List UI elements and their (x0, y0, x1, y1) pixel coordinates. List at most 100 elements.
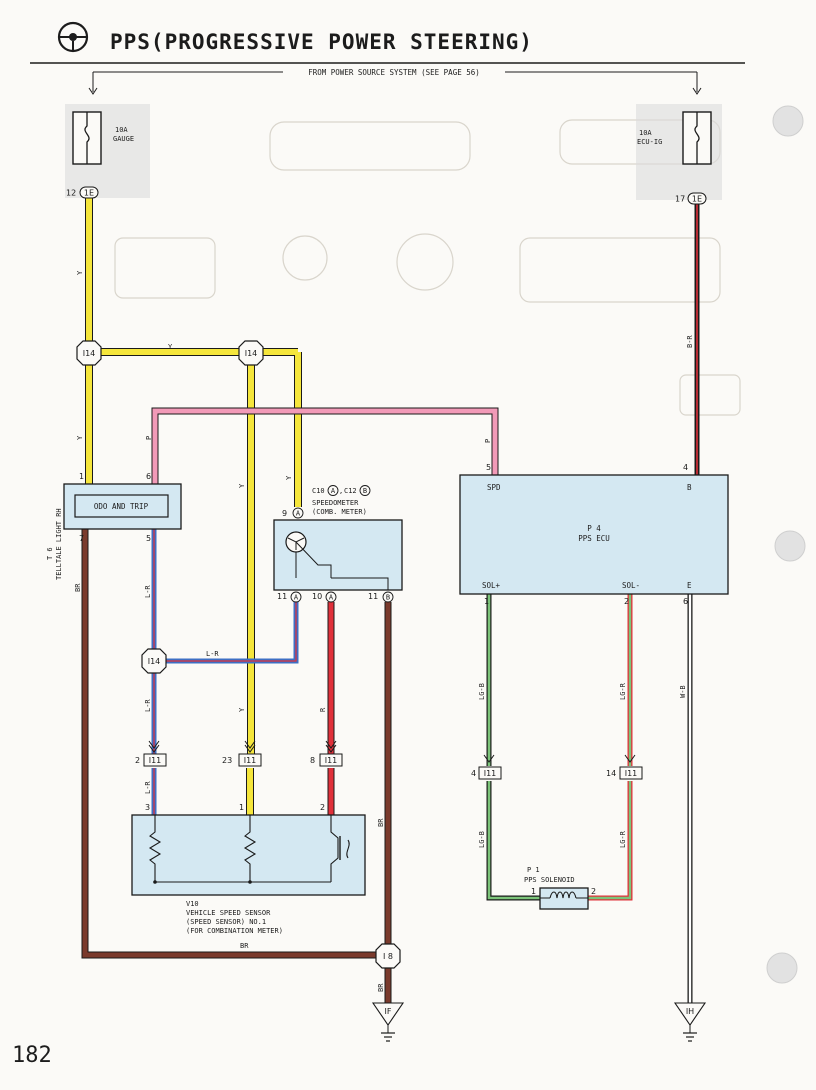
wire-label-lgb-1: LG-B (478, 683, 486, 700)
ecu-pin-1: 1 (484, 597, 489, 606)
connector-i11-a: I11 2 (135, 740, 167, 767)
sensor-pin-1: 1 (239, 803, 244, 812)
junction-i14-left-label: I14 (83, 349, 96, 358)
vehicle-speed-sensor: 3 1 2 V10 VEHICLE SPEED SENSOR (SPEED SE… (131, 803, 366, 935)
odo-and-trip-label: ODO AND TRIP (94, 502, 149, 511)
connector-i11-c: I11 8 (310, 740, 343, 767)
connector-1e-left-label: 1E (84, 189, 94, 198)
fuse-ecu-ig-name: ECU-IG (637, 138, 662, 146)
telltale-light-rh: ODO AND TRIP 1 6 7 5 T 6 TELLTALE LIGHT … (46, 472, 182, 580)
speedometer-pin-10: 10 (312, 592, 322, 601)
ecu-spd-label: SPD (487, 483, 501, 492)
connector-i11-a-label: I11 (149, 756, 162, 765)
fuse-ecu-ig: 10A ECU-IG (636, 104, 722, 200)
telltale-pin-1: 1 (79, 472, 84, 481)
ecu-name: PPS ECU (578, 534, 610, 543)
wire-label-p-2: P (484, 439, 492, 443)
connector-1e-right: 1E 17 (675, 192, 707, 205)
ground-if-label: IF (385, 1007, 392, 1016)
wire-label-y-4: Y (238, 483, 246, 488)
wire-label-y-5: Y (285, 475, 293, 480)
wire-label-p-1: P (145, 436, 153, 440)
sensor-name-3: (FOR COMBINATION METER) (186, 927, 283, 935)
ground-ih: IH (673, 1002, 707, 1042)
ecu-sol-plus-label: SOL+ (482, 581, 501, 590)
connector-i11-e: I11 14 (606, 754, 643, 780)
power-source-line (88, 71, 702, 95)
speedometer-name-sub: (COMB. METER) (312, 508, 367, 516)
telltale-name: TELLTALE LIGHT RH (55, 508, 63, 580)
sensor-pin-2: 2 (320, 803, 325, 812)
ecu-b-label: B (687, 483, 692, 492)
ecu-pin-4: 4 (683, 463, 688, 472)
speedometer-badge-b: B (363, 487, 367, 495)
ecu-ref: P 4 (587, 524, 601, 533)
ecu-pin-5: 5 (486, 463, 491, 472)
speedometer-ref-a: C10 (312, 487, 325, 495)
wire-label-lgr-1: LG-R (619, 682, 627, 700)
connector-i11-b: I11 23 (222, 740, 262, 767)
telltale-ref: T 6 (46, 547, 54, 560)
wire-color-labels: Y Y Y Y Y Y P P BR BR BR BR L-R L-R L-R … (74, 270, 694, 992)
ecu-pin-2: 2 (624, 597, 629, 606)
punch-hole-bottom (766, 952, 798, 984)
connector-i11-d: I11 4 (471, 754, 502, 780)
punch-hole-top (772, 105, 804, 137)
wire-label-br-wire: B-R (686, 335, 694, 348)
page-title: PPS(PROGRESSIVE POWER STEERING) (110, 30, 533, 54)
power-source-label: FROM POWER SOURCE SYSTEM (SEE PAGE 56) (308, 68, 480, 77)
connector-i11-c-label: I11 (325, 756, 338, 765)
ecu-pin-6: 6 (683, 597, 688, 606)
ecu-e-label: E (687, 581, 692, 590)
wire-label-y-6: Y (238, 707, 246, 712)
connector-1e-left-pin: 12 (66, 189, 76, 198)
telltale-pin-7: 7 (79, 534, 84, 543)
wire-label-br-2: BR (377, 818, 385, 827)
connector-i11-d-label: I11 (484, 769, 497, 778)
wire-label-y-3: Y (76, 435, 84, 440)
wire-label-y-1: Y (76, 270, 84, 275)
junction-i14-left: I14 (76, 340, 102, 366)
speedometer-badge-a: A (331, 487, 336, 495)
fuse-ecu-ig-rating: 10A (639, 129, 652, 137)
punch-hole-middle (774, 530, 806, 562)
speedometer-name: SPEEDOMETER (312, 499, 359, 507)
speedometer-pin-11a-badge: A (294, 594, 299, 602)
wire-label-br-4: BR (377, 983, 385, 992)
sensor-name-1: VEHICLE SPEED SENSOR (186, 909, 271, 917)
wire-label-lgb-2: LG-B (478, 831, 486, 848)
connector-i11-d-pin: 4 (471, 769, 476, 778)
wire-label-lr-1: L-R (144, 585, 152, 598)
speedometer-pin-11b: 11 (368, 592, 378, 601)
connector-i11-a-pin: 2 (135, 756, 140, 765)
wire-label-lr-4: L-R (144, 781, 152, 794)
junction-i14-bottom-label: I14 (148, 657, 161, 666)
ground-if: IF (371, 1002, 405, 1042)
speedometer-pin-9-badge: A (296, 510, 301, 518)
header: PPS(PROGRESSIVE POWER STEERING) (30, 21, 745, 64)
pps-ecu: SPD B P 4 PPS ECU SOL+ SOL- E 5 4 1 2 6 (459, 463, 729, 606)
speedometer-pin-10-badge: A (329, 594, 334, 602)
solenoid-ref: P 1 (527, 866, 540, 874)
ecu-sol-minus-label: SOL- (622, 581, 640, 590)
solenoid-pin-1: 1 (531, 887, 536, 896)
fuse-gauge: 10A GAUGE (65, 104, 150, 198)
wire-label-lr-2: L-R (206, 650, 219, 658)
connector-i11-b-pin: 23 (222, 756, 232, 765)
speedometer: C10 A , C12 B SPEEDOMETER (COMB. METER) … (273, 485, 403, 603)
speedometer-ref-sep: , (339, 487, 343, 495)
sensor-name-2: (SPEED SENSOR) NO.1 (186, 918, 266, 926)
connector-i11-e-pin: 14 (606, 769, 616, 778)
wire-label-wb: W-B (679, 685, 687, 698)
fuse-gauge-rating: 10A (115, 126, 128, 134)
speedometer-pin-11a: 11 (277, 592, 287, 601)
junction-i8: I 8 (375, 943, 401, 969)
sensor-pin-3: 3 (145, 803, 150, 812)
speedometer-pin-9: 9 (282, 509, 287, 518)
junction-i14-bottom: I14 (141, 648, 167, 674)
solenoid-name: PPS SOLENOID (524, 876, 575, 884)
junction-i14-right-label: I14 (245, 349, 258, 358)
ground-ih-label: IH (686, 1007, 694, 1016)
connector-1e-left: 1E 12 (66, 186, 99, 199)
